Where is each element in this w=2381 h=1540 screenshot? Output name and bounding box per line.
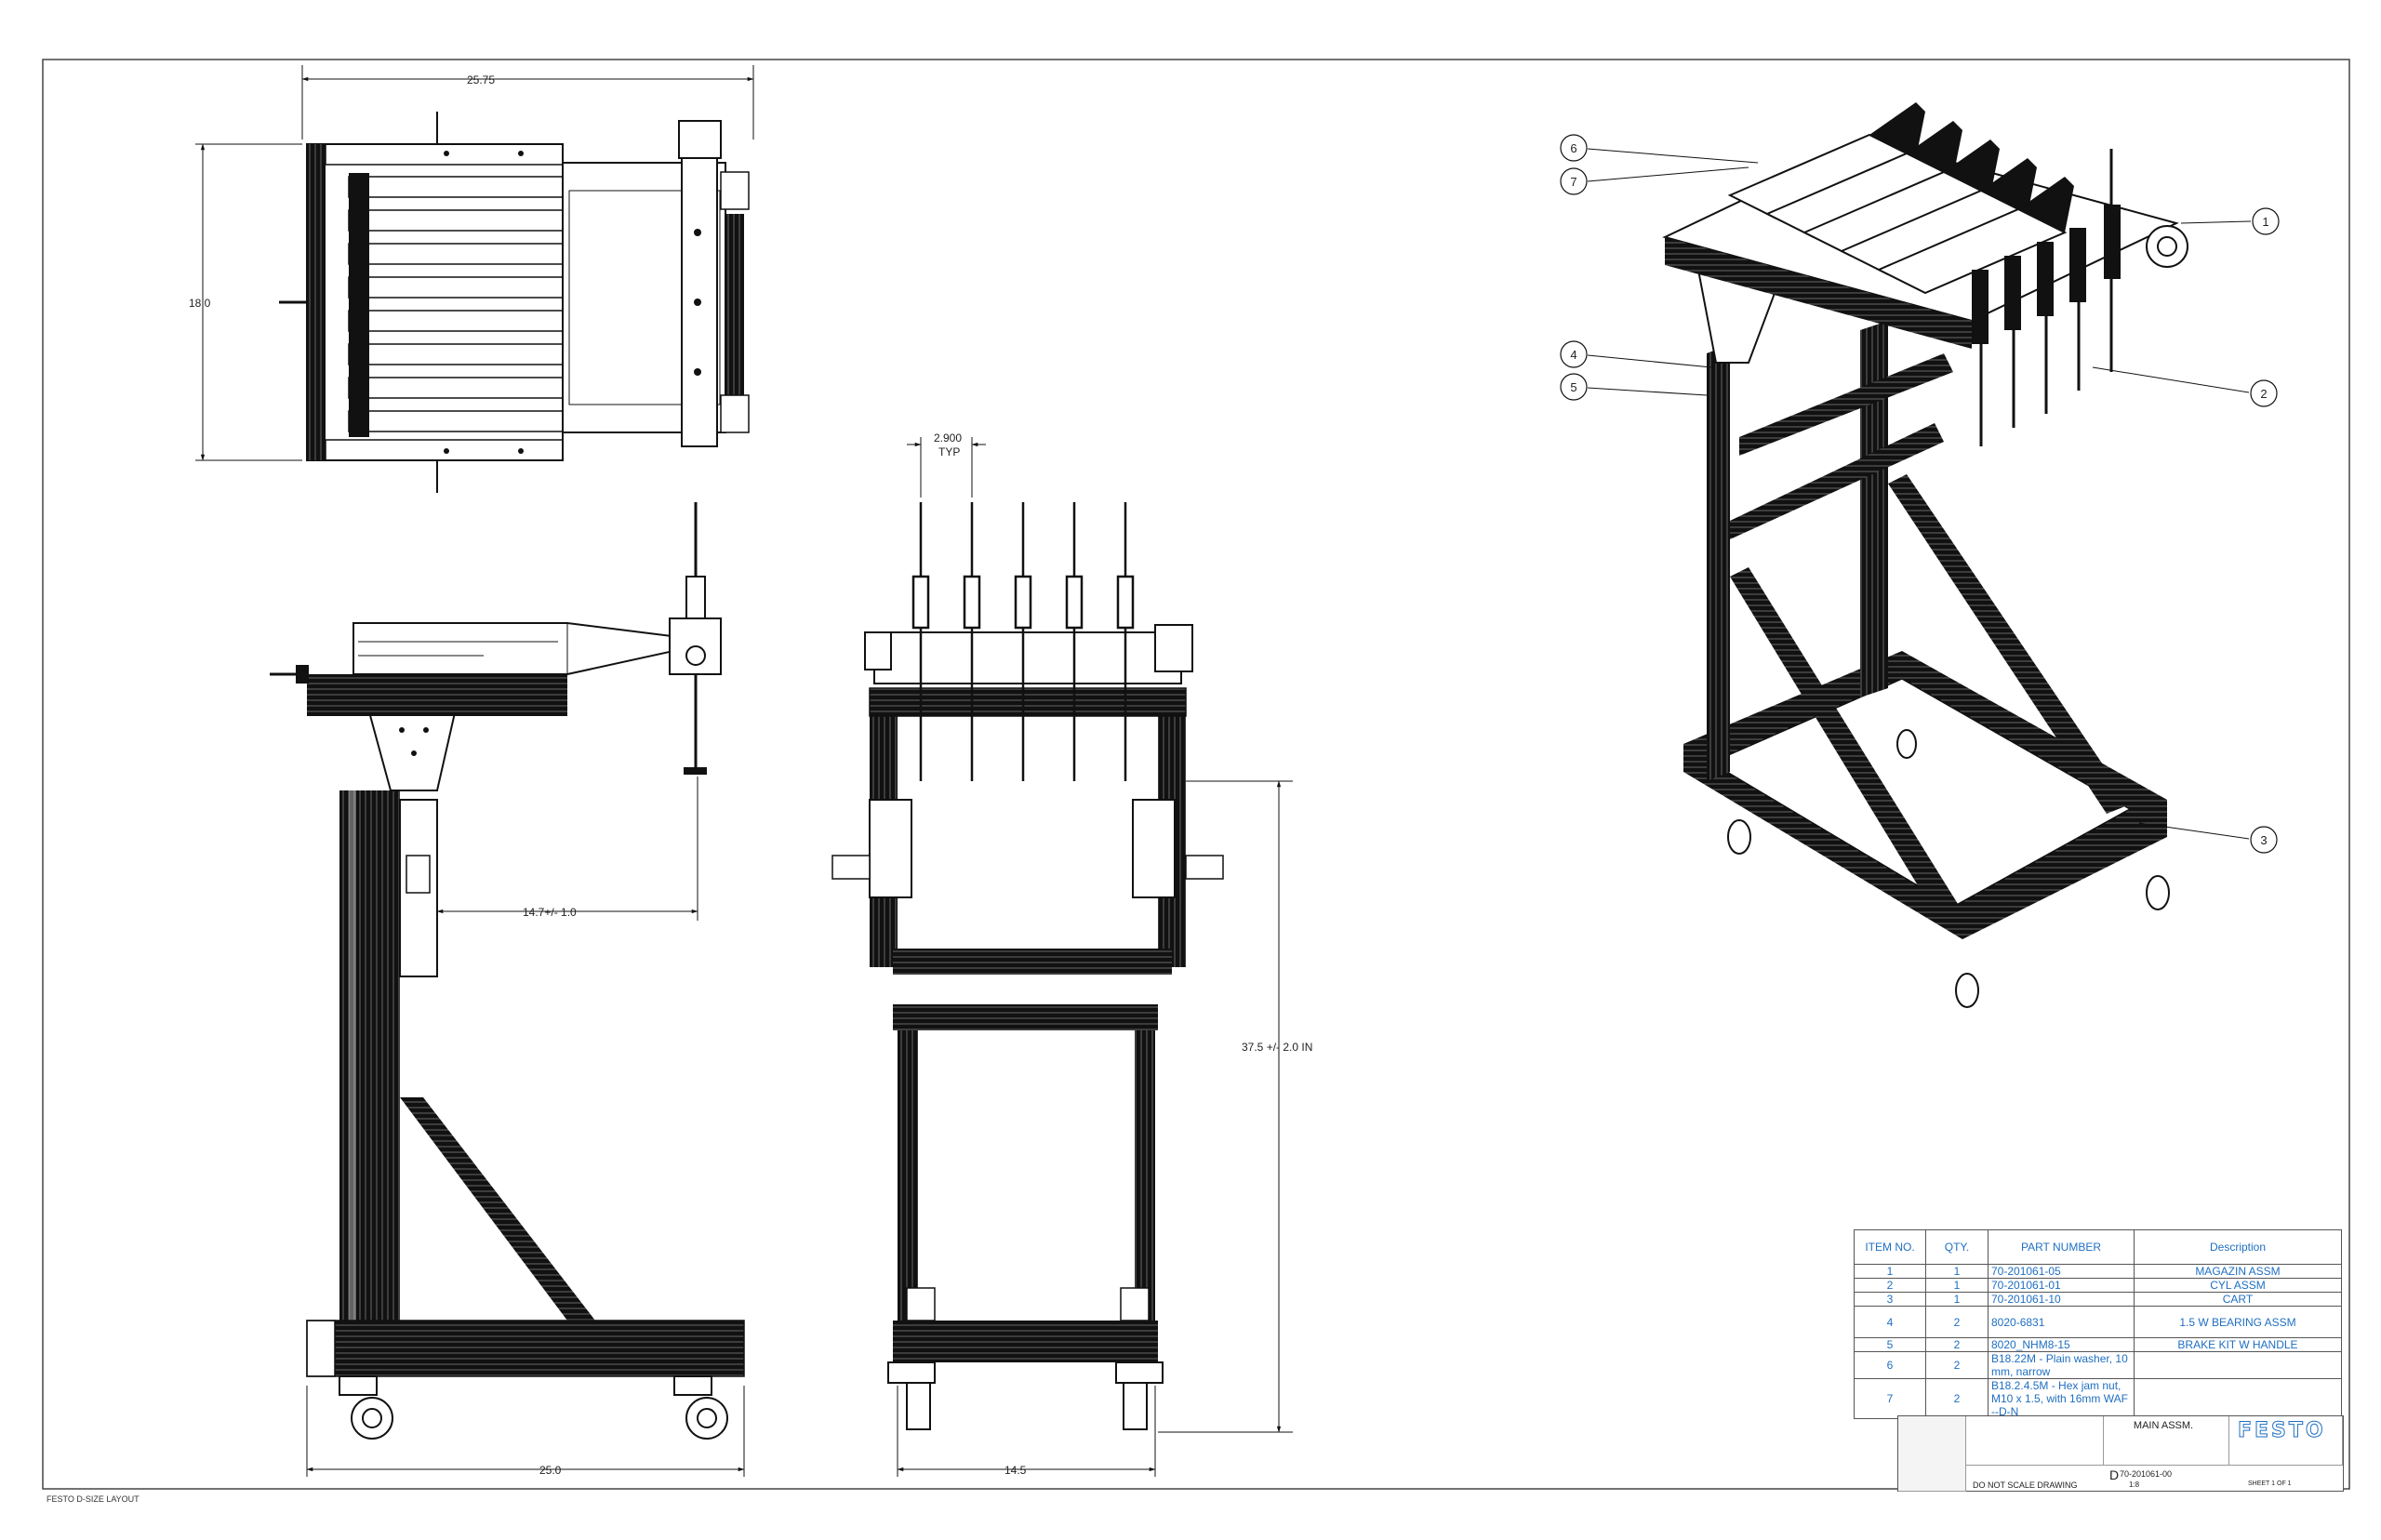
- side-view: [270, 502, 745, 1440]
- bom-row: 2 1 70-201061-01 CYL ASSM: [1854, 1278, 2342, 1293]
- bom-qty: 1: [1925, 1264, 1989, 1279]
- bom-qty: 1: [1925, 1292, 1989, 1307]
- title-block-grid-mid: [1965, 1416, 2104, 1466]
- bom-row: 7 2 B18.2.4.5M - Hex jam nut, M10 x 1.5,…: [1854, 1378, 2342, 1419]
- dim-front-base: 14.5: [1004, 1464, 1027, 1477]
- bom-item: 4: [1854, 1306, 1926, 1338]
- balloon-6-label: 6: [1570, 141, 1576, 155]
- balloon-2-label: 2: [2260, 387, 2267, 401]
- no-scale-note: DO NOT SCALE DRAWING: [1973, 1480, 2078, 1490]
- bom-row: 1 1 70-201061-05 MAGAZIN ASSM: [1854, 1264, 2342, 1279]
- balloon-1: [2252, 207, 2280, 235]
- bom-row: 3 1 70-201061-10 CART: [1854, 1292, 2342, 1307]
- drawing-title: MAIN ASSM.: [2133, 1420, 2194, 1431]
- title-block-logo-cell: [2228, 1416, 2343, 1466]
- isometric-view: [1662, 102, 2188, 1008]
- dim-cyl-spacing-typ: TYP: [938, 445, 960, 458]
- bom-header-item: ITEM NO.: [1854, 1229, 1926, 1265]
- layout-footer-note: FESTO D-SIZE LAYOUT: [47, 1494, 140, 1504]
- title-block-grid-left: [1898, 1416, 1966, 1492]
- bom-item: 1: [1854, 1264, 1926, 1279]
- balloon-5: [1560, 373, 1588, 401]
- festo-logo: FESTO: [2238, 1419, 2326, 1443]
- bom-header-desc: Description: [2134, 1229, 2342, 1265]
- bom-part: 70-201061-01: [1988, 1278, 2135, 1293]
- bom-row: 4 2 8020-6831 1.5 W BEARING ASSM: [1854, 1306, 2342, 1338]
- side-view-dimensions: [306, 777, 745, 1477]
- bill-of-materials-table: ITEM NO. QTY. PART NUMBER Description 1 …: [1854, 1229, 2342, 1419]
- bom-desc: CART: [2134, 1292, 2342, 1307]
- balloon-7: [1560, 167, 1588, 195]
- bom-row: 5 2 8020_NHM8-15 BRAKE KIT W HANDLE: [1854, 1337, 2342, 1352]
- sheet-border: [42, 59, 2350, 1490]
- dim-cyl-spacing: 2.900: [934, 431, 962, 445]
- sheet-number: SHEET 1 OF 1: [2248, 1480, 2292, 1487]
- bom-header-qty: QTY.: [1925, 1229, 1989, 1265]
- bom-desc: [2134, 1378, 2342, 1419]
- top-view-dimensions: [195, 65, 754, 461]
- bom-item: 5: [1854, 1337, 1926, 1352]
- bom-qty: 2: [1925, 1337, 1989, 1352]
- balloon-6: [1560, 134, 1588, 162]
- bom-desc: CYL ASSM: [2134, 1278, 2342, 1293]
- bom-qty: 2: [1925, 1351, 1989, 1379]
- bom-row: 6 2 B18.22M - Plain washer, 10 mm, narro…: [1854, 1351, 2342, 1379]
- drawing-number: 70-201061-00: [2120, 1469, 2173, 1479]
- bom-item: 7: [1854, 1378, 1926, 1419]
- bom-part: B18.2.4.5M - Hex jam nut, M10 x 1.5, wit…: [1988, 1378, 2135, 1419]
- balloon-3-label: 3: [2260, 833, 2267, 847]
- top-view: [279, 112, 750, 493]
- dim-top-depth: 18.0: [189, 297, 211, 310]
- balloon-1-label: 1: [2262, 215, 2268, 229]
- bom-part: 8020-6831: [1988, 1306, 2135, 1338]
- bom-part: 70-201061-10: [1988, 1292, 2135, 1307]
- front-view-dimensions: [897, 437, 1293, 1477]
- dim-side-base: 25.0: [539, 1464, 562, 1477]
- bom-item: 2: [1854, 1278, 1926, 1293]
- balloon-7-label: 7: [1570, 175, 1576, 189]
- balloon-5-label: 5: [1570, 380, 1576, 394]
- dim-height: 37.5 +/- 2.0 IN: [1242, 1041, 1312, 1054]
- bom-header-row: ITEM NO. QTY. PART NUMBER Description: [1854, 1229, 2342, 1265]
- bom-qty: 2: [1925, 1306, 1989, 1338]
- bom-qty: 2: [1925, 1378, 1989, 1419]
- balloon-3: [2250, 826, 2278, 854]
- balloon-leaders: [1587, 148, 2252, 840]
- bom-item: 6: [1854, 1351, 1926, 1379]
- scale-value: 1:8: [2129, 1480, 2140, 1489]
- balloon-4-label: 4: [1570, 348, 1576, 362]
- bom-desc: [2134, 1351, 2342, 1379]
- bom-part: 8020_NHM8-15: [1988, 1337, 2135, 1352]
- title-block-title-cell: [2103, 1416, 2229, 1466]
- balloon-2: [2250, 379, 2278, 407]
- bom-qty: 1: [1925, 1278, 1989, 1293]
- dim-top-width: 25.75: [467, 73, 495, 86]
- dim-reach: 14.7+/- 1.0: [523, 906, 577, 919]
- bom-desc: 1.5 W BEARING ASSM: [2134, 1306, 2342, 1338]
- sheet-size: D: [2109, 1467, 2120, 1482]
- front-view: [831, 502, 1224, 1430]
- balloons: [1560, 134, 2280, 854]
- bom-part: 70-201061-05: [1988, 1264, 2135, 1279]
- bom-item: 3: [1854, 1292, 1926, 1307]
- bom-desc: MAGAZIN ASSM: [2134, 1264, 2342, 1279]
- bom-header-part: PART NUMBER: [1988, 1229, 2135, 1265]
- balloon-4: [1560, 340, 1588, 368]
- title-block: MAIN ASSM. FESTO D 70-201061-00 DO NOT S…: [1897, 1415, 2344, 1492]
- bom-part: B18.22M - Plain washer, 10 mm, narrow: [1988, 1351, 2135, 1379]
- bom-desc: BRAKE KIT W HANDLE: [2134, 1337, 2342, 1352]
